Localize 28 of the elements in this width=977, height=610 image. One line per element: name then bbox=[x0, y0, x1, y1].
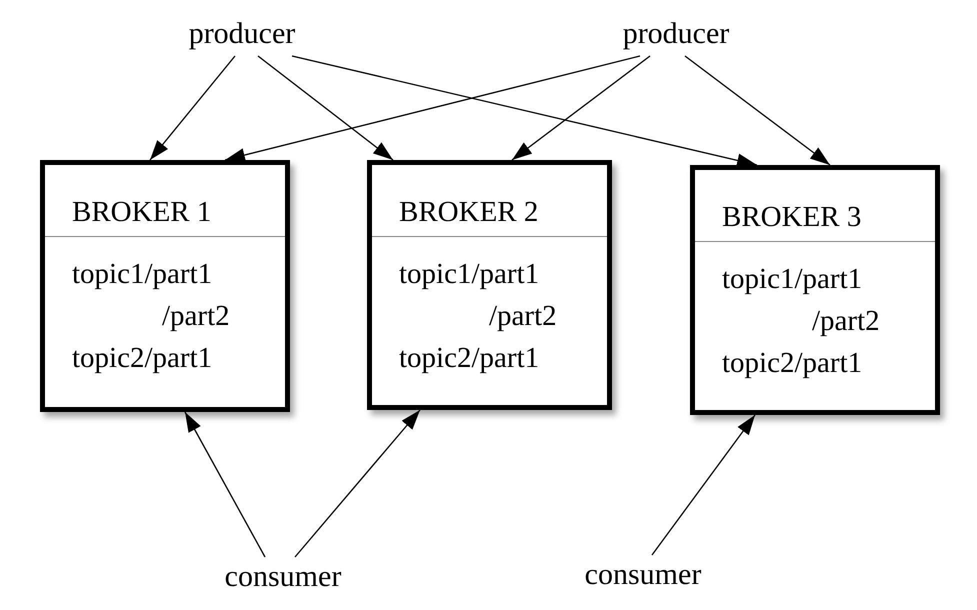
box-heading: BROKER 2 bbox=[399, 195, 538, 229]
arrow bbox=[292, 55, 758, 168]
partition-label: /part2 bbox=[489, 299, 557, 333]
partition-label: /part2 bbox=[162, 299, 230, 333]
arrow bbox=[184, 412, 266, 558]
partition-label: /part2 bbox=[812, 304, 880, 338]
arrow bbox=[651, 414, 756, 556]
node-label: consumer bbox=[571, 555, 715, 595]
partition-label: topic1/part1 bbox=[399, 257, 540, 291]
partition-label: topic1/part1 bbox=[72, 257, 212, 291]
arrow bbox=[150, 56, 236, 160]
partition-label: topic1/part1 bbox=[722, 262, 862, 296]
arrow bbox=[684, 55, 830, 166]
broker-box bbox=[690, 165, 940, 415]
arrow bbox=[258, 55, 394, 161]
node-label: producer bbox=[178, 12, 306, 56]
node-label: consumer bbox=[211, 557, 355, 597]
partition-label: topic2/part1 bbox=[399, 341, 540, 375]
arrow bbox=[224, 55, 640, 162]
broker-box bbox=[367, 160, 612, 410]
arrow bbox=[294, 410, 420, 558]
box-heading: BROKER 1 bbox=[72, 195, 212, 229]
partition-label: topic2/part1 bbox=[72, 341, 212, 375]
broker-box bbox=[40, 160, 290, 412]
node-label: producer bbox=[610, 12, 742, 56]
partition-label: topic2/part1 bbox=[722, 346, 862, 380]
box-heading: BROKER 3 bbox=[722, 200, 862, 234]
arrow bbox=[512, 55, 650, 161]
